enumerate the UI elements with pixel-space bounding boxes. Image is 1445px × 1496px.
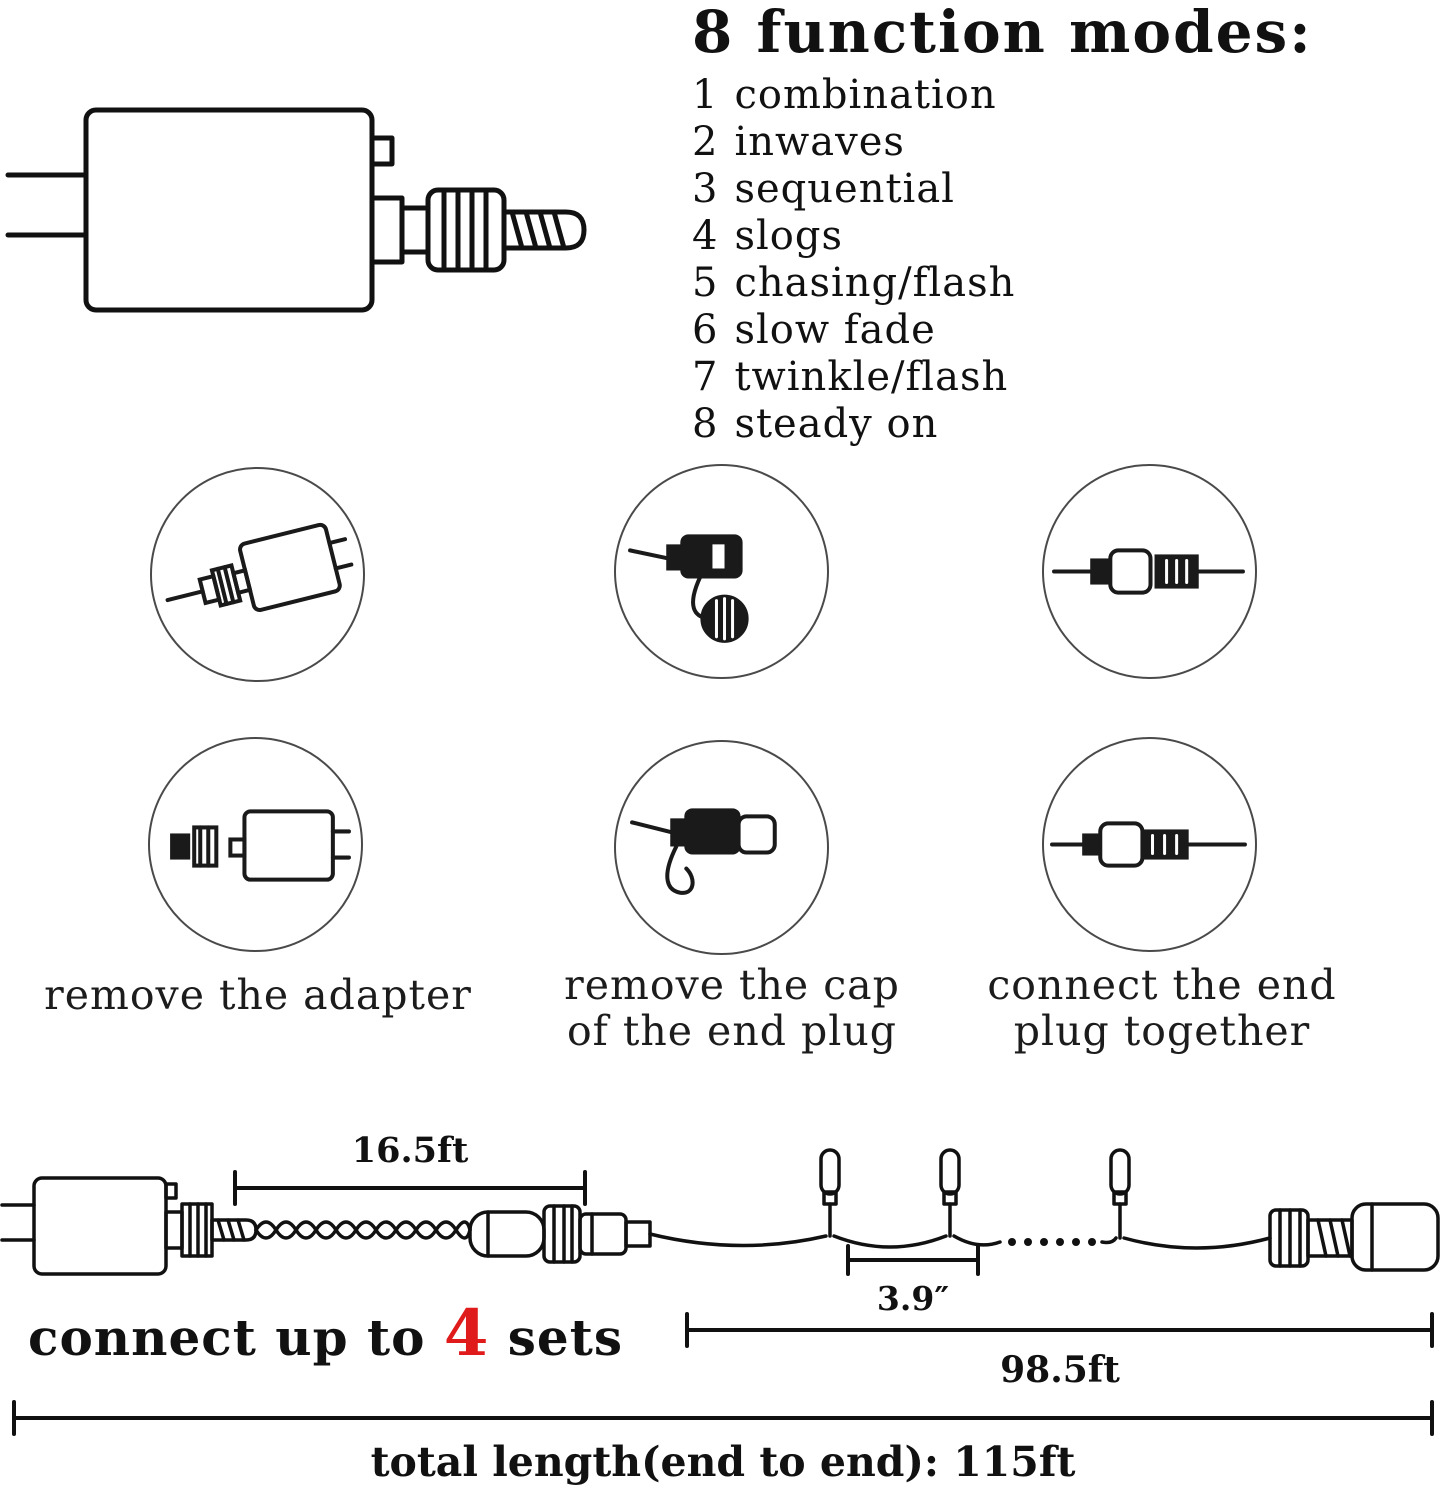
end-plug-cap-off-icon	[630, 808, 777, 895]
end-plug-connectors-icon	[1052, 548, 1245, 595]
string-light-length-schematic: 16.5ft 3.9″ 98.5ft total length(end to e…	[0, 1130, 1440, 1486]
end-plug-joined-icon	[1050, 821, 1247, 868]
connect-sets-suffix: sets	[489, 1308, 623, 1367]
step-circle-cap-removed	[614, 740, 829, 955]
total-length-bracket	[12, 1400, 1434, 1436]
lead-length-bracket	[233, 1170, 587, 1206]
step-circle-plug-with-cap	[614, 464, 829, 679]
bulb-spacing-label: 3.9″	[877, 1279, 949, 1318]
string-length-label: 98.5ft	[1000, 1349, 1120, 1391]
adapter-attached-icon	[165, 522, 354, 613]
step-circle-connectors-apart	[1042, 464, 1257, 679]
adapter-body-plug-icon	[5, 107, 587, 313]
string-light-wire-icon	[0, 1148, 1440, 1276]
string-length-bracket	[685, 1312, 1434, 1348]
function-modes-title: 8 function modes:	[692, 0, 1313, 66]
adapter-removed-icon	[170, 809, 351, 882]
connect-sets-prefix: connect up to	[28, 1308, 444, 1367]
step-circle-adapter-removed	[148, 737, 363, 952]
end-plug-cap-on-icon	[628, 534, 749, 643]
step-circle-connectors-joined	[1042, 737, 1257, 952]
power-adapter-illustration	[5, 107, 587, 313]
bulb-spacing-bracket	[846, 1244, 980, 1276]
caption-remove-cap: remove the cap of the end plug	[564, 961, 900, 1055]
total-length-label: total length(end to end): 115ft	[371, 1438, 1076, 1486]
step-circle-adapter-attached	[150, 467, 365, 682]
connect-sets-count: 4	[443, 1296, 490, 1371]
connect-sets-label: connect up to 4 sets	[28, 1302, 623, 1368]
caption-connect-end-plug: connect the end plug together	[987, 961, 1337, 1055]
lead-length-label: 16.5ft	[352, 1130, 468, 1171]
caption-remove-adapter: remove the adapter	[44, 971, 472, 1019]
